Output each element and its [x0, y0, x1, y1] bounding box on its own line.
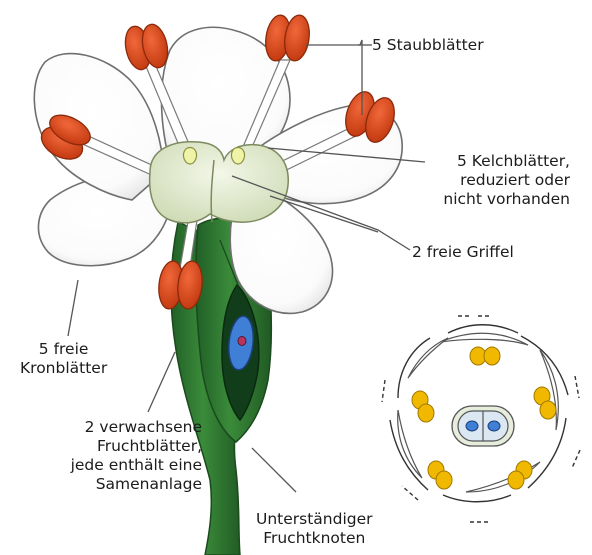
- label-stamens-text: 5 Staubblätter: [372, 36, 484, 55]
- label-styles-text: 2 freie Griffel: [412, 243, 514, 262]
- label-carpels: 2 verwachsene Fruchtblätter, jede enthäl…: [30, 418, 202, 494]
- label-sepals-line-3: nicht vorhanden: [443, 190, 570, 209]
- floral-diagram-gynoecium: [452, 406, 514, 446]
- label-petals: 5 freie Kronblätter: [20, 340, 107, 378]
- label-ovary: Unterständiger Fruchtknoten: [256, 510, 373, 548]
- label-stamens: 5 Staubblätter: [372, 36, 484, 55]
- label-ovary-line-1: Unterständiger: [256, 510, 373, 529]
- floral-disk: [150, 142, 289, 223]
- label-sepals-line-1: 5 Kelchblätter,: [443, 152, 570, 171]
- label-petals-line-1: 5 freie: [20, 340, 107, 359]
- label-carpels-line-2: Fruchtblätter,: [30, 437, 202, 456]
- label-carpels-line-3: jede enthält eine: [30, 456, 202, 475]
- anther: [157, 260, 205, 310]
- anther: [263, 14, 312, 63]
- label-styles: 2 freie Griffel: [412, 243, 514, 262]
- label-ovary-line-2: Fruchtknoten: [256, 529, 373, 548]
- label-carpels-line-1: 2 verwachsene: [30, 418, 202, 437]
- anther: [122, 22, 172, 72]
- label-sepals: 5 Kelchblätter, reduziert oder nicht vor…: [443, 152, 570, 209]
- label-petals-line-2: Kronblätter: [20, 359, 107, 378]
- label-sepals-line-2: reduziert oder: [443, 171, 570, 190]
- label-carpels-line-4: Samenanlage: [30, 475, 202, 494]
